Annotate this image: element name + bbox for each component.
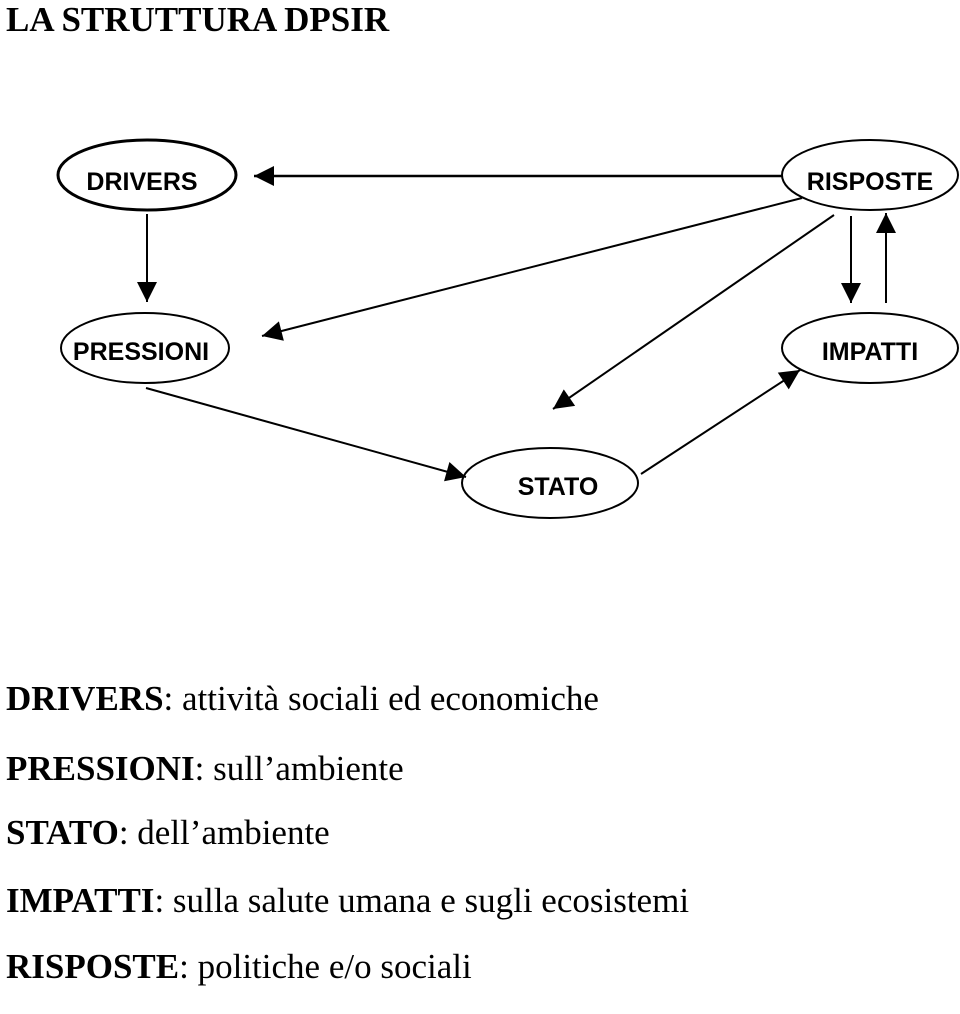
legend-desc: : politiche e/o sociali: [179, 947, 472, 986]
node-impatti-label: IMPATTI: [822, 338, 918, 366]
node-risposte-label: RISPOSTE: [807, 168, 933, 196]
node-drivers: DRIVERS: [56, 138, 238, 212]
legend: DRIVERS: attività sociali ed economiche …: [6, 676, 689, 1014]
arrow-risposte-to-stato: [552, 214, 835, 410]
node-stato-ellipse: [461, 447, 639, 519]
arrow-stato-to-impatti: [640, 369, 801, 475]
legend-term: PRESSIONI: [6, 749, 195, 788]
legend-term: IMPATTI: [6, 881, 155, 920]
legend-term: RISPOSTE: [6, 947, 180, 986]
legend-desc: : sulla salute umana e sugli ecosistemi: [154, 881, 690, 920]
legend-row-drivers: DRIVERS: attività sociali ed economiche: [6, 676, 689, 746]
node-drivers-label: DRIVERS: [86, 168, 197, 196]
legend-row-pressioni: PRESSIONI: sull’ambiente: [6, 746, 689, 810]
node-impatti-ellipse: [781, 312, 959, 384]
legend-term: STATO: [6, 813, 119, 852]
legend-term: DRIVERS: [6, 679, 164, 718]
node-drivers-ellipse: [56, 138, 238, 212]
legend-desc: : attività sociali ed economiche: [163, 679, 599, 718]
legend-row-risposte: RISPOSTE: politiche e/o sociali: [6, 944, 689, 1014]
arrow-pressioni-to-stato: [145, 387, 467, 482]
dpsir-diagram: DRIVERS RISPOSTE PRESSIONI IMPATTI STATO: [56, 138, 959, 519]
node-risposte: RISPOSTE: [781, 139, 959, 211]
legend-row-impatti: IMPATTI: sulla salute umana e sugli ecos…: [6, 878, 689, 944]
node-impatti: IMPATTI: [781, 312, 959, 384]
node-stato: STATO: [461, 447, 639, 519]
legend-desc: : dell’ambiente: [118, 813, 330, 852]
node-stato-label: STATO: [518, 473, 599, 501]
node-pressioni-ellipse: [60, 312, 230, 384]
legend-desc: : sull’ambiente: [194, 749, 404, 788]
node-pressioni-label: PRESSIONI: [73, 338, 209, 366]
legend-row-stato: STATO: dell’ambiente: [6, 810, 689, 878]
page-title: LA STRUTTURA DPSIR: [6, 0, 390, 39]
node-pressioni: PRESSIONI: [60, 312, 230, 384]
arrow-risposte-to-pressioni: [261, 197, 803, 341]
